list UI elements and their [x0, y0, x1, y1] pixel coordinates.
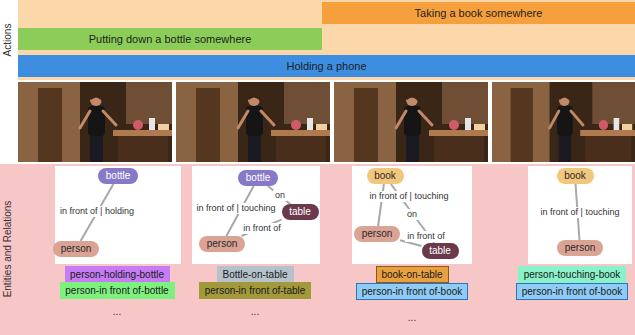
node-text: person-in front of-book	[361, 285, 463, 298]
video-frame	[18, 82, 172, 162]
edge-label: in front of | holding	[58, 206, 136, 217]
entity-pill: person	[354, 226, 400, 242]
entity-pill: table	[422, 243, 459, 259]
node-text: book-on-table	[381, 268, 444, 281]
relation-box: person-in front of-table	[199, 282, 311, 299]
node-text: person	[361, 228, 393, 240]
node-text: Bottle-on-table	[222, 268, 289, 281]
node-text: person	[564, 242, 596, 254]
entity-pill: person	[557, 240, 603, 256]
entity-pill: book	[557, 168, 594, 184]
edge-label: in front of | touching	[195, 203, 278, 214]
node-text: table	[429, 245, 452, 257]
relation-box: person-in front of-bottle	[60, 282, 175, 299]
edge-label: on	[273, 190, 287, 201]
relation-box: person-in front of-book	[356, 283, 468, 300]
node-text: person	[206, 238, 238, 250]
action-bar: Putting down a bottle somewhere	[18, 28, 322, 50]
node-text: Putting down a bottle somewhere	[24, 32, 316, 46]
ellipsis: ...	[113, 306, 121, 318]
relation-box: person-in front of-book	[516, 283, 628, 300]
node-text: person-in front of-bottle	[65, 284, 170, 297]
node-text: person-in front of-book	[521, 285, 623, 298]
node-text: bottle	[245, 172, 271, 184]
node-text: bottle	[105, 170, 131, 182]
edge-label: in front of | touching	[539, 207, 622, 218]
node-text: person	[60, 243, 92, 255]
node-text: Holding a phone	[24, 59, 629, 73]
relation-edge	[268, 186, 290, 204]
relation-box: book-on-table	[376, 266, 449, 283]
action-bar: Taking a book somewhere	[322, 2, 635, 24]
relation-box: person-holding-bottle	[65, 266, 170, 283]
entity-pill: book	[367, 168, 404, 184]
entities-ground	[0, 164, 635, 335]
axis-label: Actions	[2, 24, 14, 57]
entity-pill: bottle	[98, 168, 138, 184]
video-frame	[492, 82, 635, 162]
relation-box: person-touching-book	[518, 266, 626, 283]
node-text: table	[289, 206, 312, 218]
node-text: person-touching-book	[523, 268, 621, 281]
ellipsis: ...	[251, 306, 259, 318]
entity-pill: person	[199, 236, 245, 252]
relation-box: Bottle-on-table	[217, 266, 294, 283]
node-text: person-in front of-table	[204, 284, 306, 297]
graph-panel	[55, 166, 181, 264]
node-text: book	[564, 170, 587, 182]
video-frame	[334, 82, 488, 162]
edge-label: in front of	[241, 223, 283, 234]
graph-panel	[528, 166, 632, 264]
entity-pill: person	[53, 241, 99, 257]
graph-panel	[192, 166, 320, 264]
edge-label: in front of	[405, 231, 447, 242]
entity-pill: bottle	[238, 170, 278, 186]
graph-panel	[352, 166, 472, 264]
axis-label: Entities and Relations	[2, 201, 14, 298]
node-text: person-holding-bottle	[70, 268, 165, 281]
entity-pill: table	[282, 204, 319, 220]
video-frame	[176, 82, 330, 162]
ellipsis: ...	[408, 312, 416, 324]
edge-label: on	[405, 209, 419, 220]
edge-label: in front of | touching	[368, 191, 451, 202]
action-bar: Holding a phone	[18, 55, 635, 77]
actions-ground	[18, 0, 635, 80]
node-text: book	[374, 170, 397, 182]
node-text: Taking a book somewhere	[328, 6, 629, 20]
